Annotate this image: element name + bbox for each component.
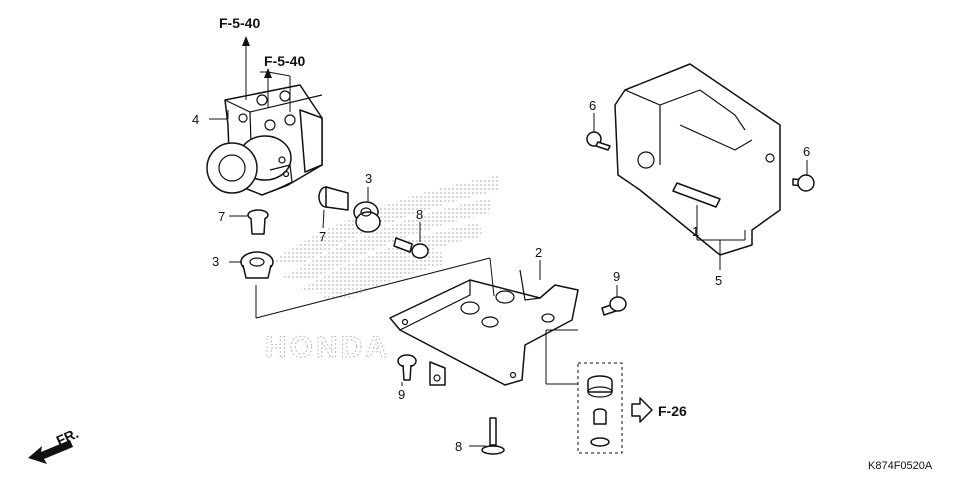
reference-arrows: [242, 36, 291, 112]
callout-6-left: 6: [589, 98, 596, 113]
bolt-part-6-right: [792, 174, 815, 192]
collar-part-7-upper: [318, 186, 349, 211]
watermark-text: HONDA: [265, 331, 390, 364]
bolt-part-8-upper: [393, 237, 429, 259]
grommet-part-3-lower: [240, 251, 274, 279]
callout-2: 2: [535, 245, 542, 260]
callout-4: 4: [192, 112, 199, 127]
bolt-part-9-right: [601, 296, 627, 316]
callout-1: 1: [692, 224, 699, 239]
ref-label-f26: F-26: [658, 403, 687, 419]
callout-5: 5: [715, 273, 722, 288]
callout-7-mid: 7: [319, 229, 326, 244]
bolt-part-8-lower: [481, 417, 505, 455]
collar-part-7-lower: [247, 209, 269, 235]
bolt-part-9-left: [397, 354, 417, 381]
drawing-code: K874F0520A: [868, 460, 933, 472]
mount-kit: [577, 362, 623, 454]
front-direction-arrow: [28, 440, 73, 464]
grommet-part-3-upper: [353, 201, 381, 233]
callout-3-left: 3: [212, 254, 219, 269]
abs-modulator-part-4: [206, 84, 323, 196]
callout-8-lower: 8: [455, 439, 462, 454]
callout-9-left: 9: [398, 387, 405, 402]
callout-3-mid: 3: [365, 171, 372, 186]
f26-arrow: [631, 397, 653, 423]
cover-part-5: [614, 63, 781, 256]
honda-wing-watermark: HONDA: [265, 175, 500, 365]
leader-lines: [209, 110, 808, 447]
direction-label: FR.: [54, 425, 81, 449]
ref-label-mid: F-5-40: [264, 53, 305, 69]
ref-label-top: F-5-40: [219, 15, 260, 31]
bolt-part-6-left: [586, 131, 611, 151]
callout-8-upper: 8: [416, 207, 423, 222]
callout-9-right: 9: [613, 269, 620, 284]
sticker-part-1: [672, 182, 721, 208]
bracket-part-2: [389, 269, 579, 386]
callout-7-left: 7: [218, 209, 225, 224]
callout-6-right: 6: [803, 144, 810, 159]
